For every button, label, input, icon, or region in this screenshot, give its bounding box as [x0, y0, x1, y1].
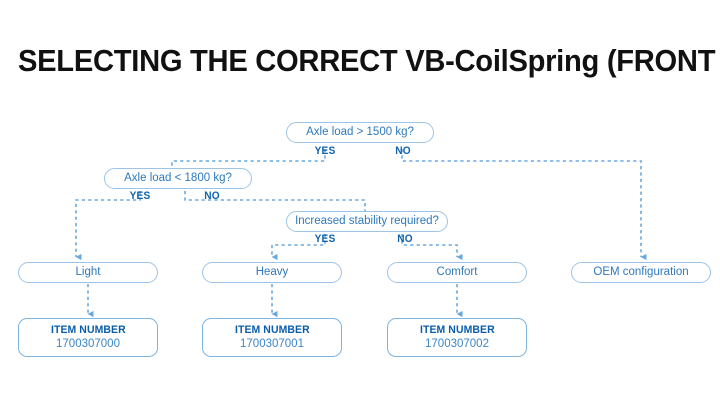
branch-label-d3-no: NO [397, 233, 413, 245]
decision-label: Increased stability required? [295, 215, 439, 227]
item-number-value: 1700307000 [56, 338, 120, 350]
result-label: Comfort [436, 266, 478, 278]
result-node-oem-configuration[interactable]: OEM configuration [571, 262, 711, 283]
page-title: SELECTING THE CORRECT VB-CoilSpring (FRO… [18, 43, 720, 78]
result-label: Heavy [255, 266, 289, 278]
item-number-title: ITEM NUMBER [50, 324, 126, 336]
branch-label-d3-yes: YES [314, 233, 336, 245]
item-number-card-heavy[interactable]: ITEM NUMBER 1700307001 [202, 318, 342, 357]
decision-label: Axle load > 1500 kg? [306, 126, 414, 138]
item-number-title: ITEM NUMBER [234, 324, 310, 336]
edge-d1-no [401, 149, 647, 261]
result-node-light[interactable]: Light [18, 262, 158, 283]
branch-label-d1-yes: YES [314, 145, 336, 157]
item-number-card-light[interactable]: ITEM NUMBER 1700307000 [18, 318, 158, 357]
item-number-title: ITEM NUMBER [419, 324, 495, 336]
branch-label-d2-yes: YES [129, 190, 151, 202]
decision-label: Axle load < 1800 kg? [124, 172, 232, 184]
result-node-comfort[interactable]: Comfort [387, 262, 527, 283]
decision-node-axle-load-1800[interactable]: Axle load < 1800 kg? [104, 168, 252, 189]
decision-node-axle-load-1500[interactable]: Axle load > 1500 kg? [286, 122, 434, 143]
branch-label-d2-no: NO [204, 190, 220, 202]
result-label: OEM configuration [593, 266, 689, 278]
result-node-heavy[interactable]: Heavy [202, 262, 342, 283]
item-number-value: 1700307001 [240, 338, 304, 350]
branch-label-d1-no: NO [395, 145, 411, 157]
decision-node-increased-stability[interactable]: Increased stability required? [286, 211, 448, 232]
item-number-value: 1700307002 [425, 338, 489, 350]
item-number-card-comfort[interactable]: ITEM NUMBER 1700307002 [387, 318, 527, 357]
result-label: Light [75, 266, 101, 278]
